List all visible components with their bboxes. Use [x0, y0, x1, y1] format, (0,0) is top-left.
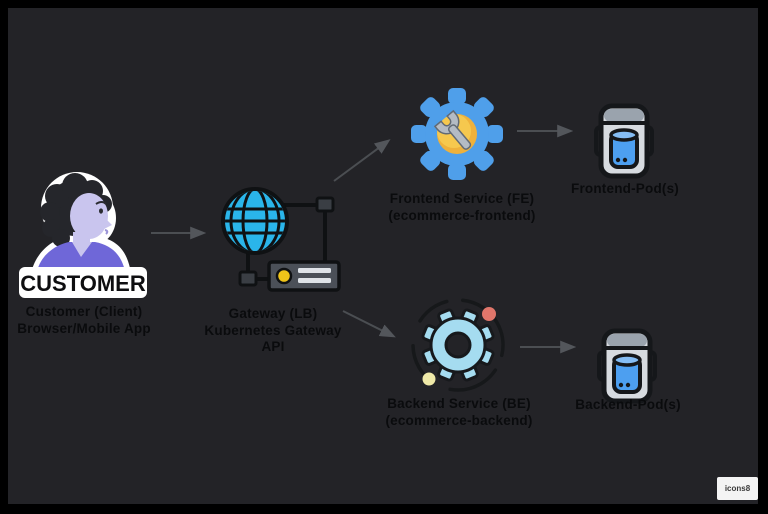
orbit-dot-red — [482, 307, 496, 321]
customer-node: CUSTOMER — [17, 172, 149, 300]
network-node-top — [315, 196, 335, 213]
orbit-dashed-circle — [411, 298, 505, 392]
frontend-pod-label: Frontend-Pod(s) — [571, 181, 679, 196]
backend-service-gear-icon — [411, 298, 505, 392]
wrench-icon — [433, 109, 472, 150]
customer-sticker-icon: CUSTOMER — [19, 172, 147, 298]
frontend-pod-node — [594, 103, 654, 179]
customer-face — [70, 193, 112, 239]
backend-pod-icon — [597, 328, 657, 404]
backend-service-label: Backend Service (BE) (ecommerce-backend) — [385, 396, 533, 428]
watermark-text: icons8 — [724, 484, 751, 493]
globe-icon — [221, 187, 289, 255]
gateway-connectors — [246, 203, 327, 281]
network-node-left — [238, 270, 258, 287]
customer-badge-text: CUSTOMER — [20, 271, 146, 296]
customer-label: Customer (Client) Browser/Mobile App — [17, 304, 151, 336]
router-led — [275, 267, 293, 285]
frontend-service-node — [411, 86, 503, 182]
frontend-pod-icon — [594, 103, 654, 179]
router-icon — [267, 260, 341, 292]
container-icon — [609, 128, 639, 169]
gateway-node — [205, 186, 345, 294]
gateway-label: Gateway (LB) Kubernetes Gateway API — [204, 306, 342, 354]
gateway-globe-router-icon — [221, 187, 341, 292]
frontend-service-gear-icon — [411, 88, 503, 180]
canvas-background — [8, 8, 758, 504]
backend-pod-node — [597, 328, 657, 404]
watermark-badge: icons8 — [717, 477, 758, 500]
frontend-service-label: Frontend Service (FE) (ecommerce-fronten… — [388, 191, 536, 223]
customer-banner — [19, 267, 147, 298]
orbit-dot-yellow — [422, 372, 436, 386]
container-icon — [612, 353, 642, 394]
backend-pod-label: Backend-Pod(s) — [575, 397, 681, 412]
backend-service-node — [411, 296, 506, 396]
customer-shirt — [37, 242, 125, 275]
